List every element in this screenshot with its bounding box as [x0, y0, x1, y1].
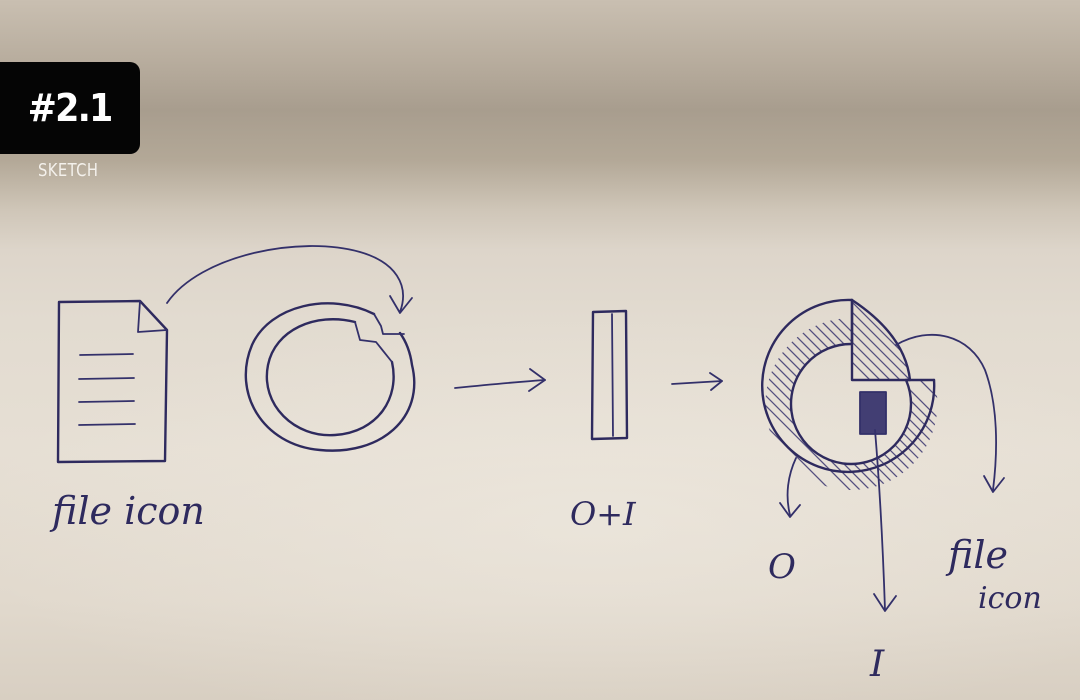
step-number: #2.1 — [28, 86, 114, 130]
file-label-line1: file — [945, 533, 1008, 577]
combined-logo-icon — [761, 298, 938, 490]
i-label: I — [869, 644, 885, 685]
file-document-icon — [56, 299, 169, 464]
step-caption: SKETCH — [38, 160, 99, 181]
curved-arrow-icon — [166, 245, 413, 314]
arrow-right-icon — [454, 368, 546, 392]
o-plus-i-label: O+I — [570, 495, 637, 533]
step-badge: #2.1 — [0, 62, 140, 154]
pointer-arrow-icon — [873, 429, 897, 612]
ring-outline-icon — [244, 302, 416, 452]
vertical-bar-icon — [590, 309, 629, 441]
pointer-arrow-icon — [779, 457, 801, 518]
o-label: O — [768, 547, 796, 587]
arrow-right-icon — [671, 372, 723, 391]
icon-label-line2: icon — [978, 581, 1042, 616]
file-icon-label: file icon — [49, 489, 205, 533]
pointer-arrow-icon — [895, 333, 1005, 493]
